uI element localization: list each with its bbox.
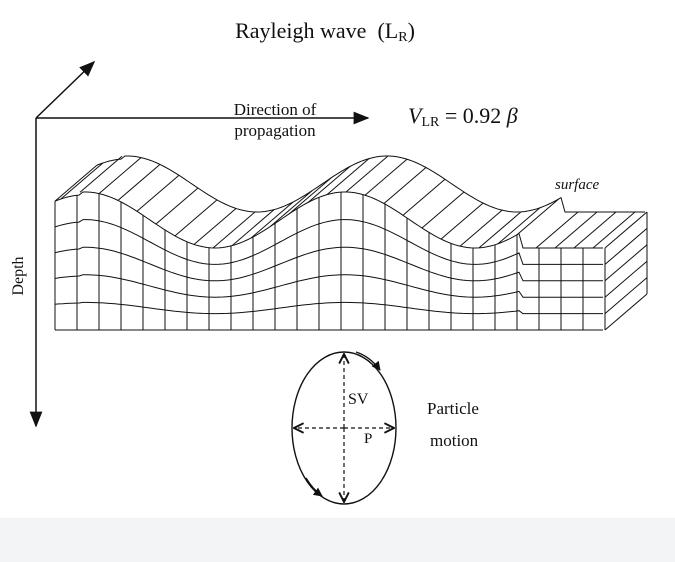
top-hatch-line [459, 209, 503, 247]
top-hatch-line [174, 199, 218, 237]
top-hatch-line [193, 208, 237, 245]
top-hatch-line [60, 162, 104, 200]
particle-motion-figure [291, 351, 397, 505]
top-hatch-line [326, 158, 370, 195]
top-hatch-line [79, 155, 123, 193]
diagram-canvas [29, 60, 648, 505]
top-hatch-line [136, 174, 180, 212]
particle-motion-label-line2: motion [430, 431, 479, 450]
top-hatch-line [402, 178, 446, 216]
top-hatch-line [573, 211, 617, 249]
top-hatch-line [250, 201, 294, 239]
right-face-layer [604, 293, 648, 331]
footer-band [0, 518, 675, 562]
motion-arrow-bottom-left [305, 477, 323, 497]
top-hatch-line [516, 198, 560, 236]
top-hatch-line [554, 211, 598, 249]
top-hatch-line [231, 209, 275, 247]
top-hatch-line [364, 158, 408, 196]
top-hatch-line [345, 155, 389, 193]
motion-arrow-top-right [355, 351, 381, 371]
top-hatch-line [155, 187, 199, 225]
top-hatch-line [478, 211, 522, 249]
top-hatch-line [98, 157, 142, 194]
top-back-edge [96, 155, 645, 213]
particle-motion-ellipse [291, 351, 397, 505]
front-layer-line [54, 219, 603, 265]
top-hatch-line [421, 191, 465, 229]
top-hatch-line [117, 164, 161, 201]
front-layer-line [54, 301, 603, 315]
top-hatch-line [440, 202, 484, 240]
top-hatch-line [288, 177, 332, 215]
front-layer-line [54, 246, 603, 282]
front-layer-line [54, 274, 603, 298]
p-label: P [364, 431, 373, 447]
right-face-layer [604, 211, 648, 249]
top-hatch-line [269, 190, 313, 228]
sv-label: SV [348, 391, 369, 408]
top-hatch-line [535, 211, 579, 249]
top-hatch-line [592, 211, 636, 249]
out-of-plane-axis-arrow [35, 60, 96, 119]
top-hatch-line [212, 211, 256, 249]
top-hatch-line [307, 166, 351, 203]
wave-block [54, 155, 648, 331]
surface-label: surface [555, 177, 600, 193]
axes [29, 60, 370, 428]
front-layer-line [54, 191, 603, 249]
velocity-equation: VLR = 0.92 β [408, 103, 518, 130]
right-face-layer [604, 260, 648, 298]
top-hatch-line [497, 207, 541, 245]
right-face-layer [604, 277, 648, 314]
depth-label: Depth [10, 256, 27, 296]
top-hatch-line [383, 167, 427, 204]
particle-motion-label-line1: Particle [427, 399, 479, 418]
diagram-title: Rayleigh wave (LR) [235, 18, 415, 45]
right-face-layer [604, 228, 648, 265]
right-face-layer [604, 244, 648, 282]
left-face-edge [54, 164, 98, 202]
